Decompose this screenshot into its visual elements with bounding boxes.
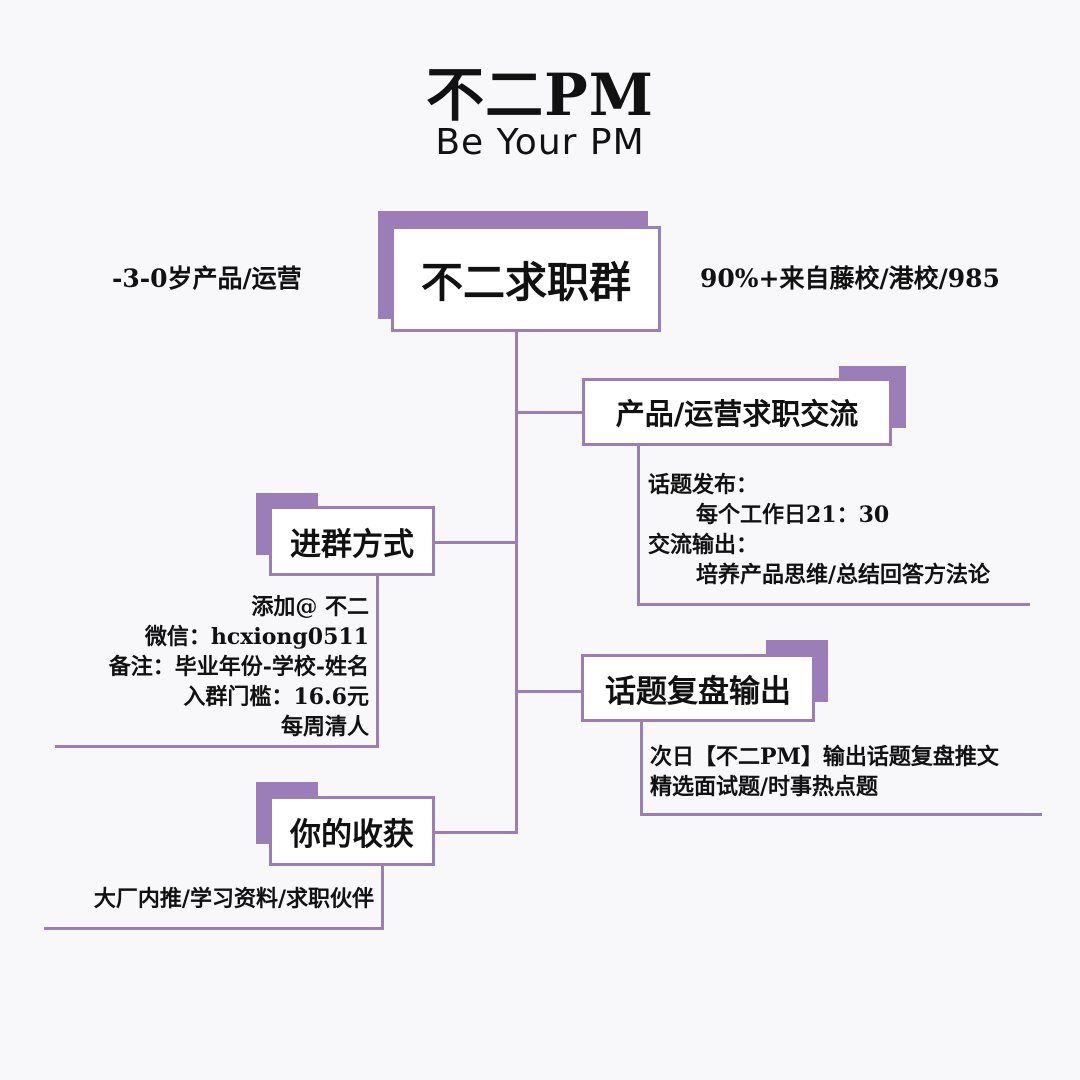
exchange-bracket-v [637,446,640,606]
connector-gain [434,831,518,834]
review-line-2: 精选面试题/时事热点题 [650,774,879,800]
exchange-bracket-h [637,603,1030,606]
root-right-note: 90%+来自藤校/港校/985 [700,264,1000,293]
join-bracket-v [376,576,379,748]
connector-review [515,690,582,693]
page-subtitle: Be Your PM [435,122,645,163]
exchange-node-label: 产品/运营求职交流 [615,397,859,431]
gain-text-block: 大厂内推/学习资料/求职伙伴 [94,884,374,914]
exchange-line-4: 培养产品思维/总结回答方法论 [696,562,991,588]
join-line-5: 每周清人 [280,714,369,740]
join-line-4: 入群门槛：16.6元 [183,684,369,710]
exchange-line-1: 话题发布： [648,472,759,498]
review-node-label: 话题复盘输出 [605,673,791,710]
exchange-text-block: 话题发布： 每个工作日21：30 交流输出： 培养产品思维/总结回答方法论 [648,470,990,590]
review-bracket-v [640,722,643,816]
root-node: 不二求职群 [391,226,661,332]
join-node: 进群方式 [269,506,435,576]
review-node: 话题复盘输出 [581,654,815,722]
gain-bracket-v [381,866,384,930]
review-text-block: 次日【不二PM】输出话题复盘推文 精选面试题/时事热点题 [650,742,999,802]
exchange-line-3: 交流输出： [648,532,759,558]
gain-line-1: 大厂内推/学习资料/求职伙伴 [93,886,374,912]
join-bracket-h [55,745,379,748]
join-line-2: 微信：hcxiong0511 [144,624,369,650]
join-text-block: 添加@ 不二 微信：hcxiong0511 备注：毕业年份-学校-姓名 入群门槛… [109,592,369,742]
trunk-line [515,332,518,834]
join-line-1: 添加@ 不二 [251,594,369,620]
root-node-label: 不二求职群 [420,257,631,307]
exchange-line-2: 每个工作日21：30 [696,502,890,528]
gain-node-label: 你的收获 [290,816,414,853]
gain-node: 你的收获 [269,796,435,866]
connector-exchange [515,411,582,414]
gain-bracket-h [44,927,384,930]
root-left-note: -3-0岁产品/运营 [112,264,302,293]
page-title: 不二PM [426,61,654,129]
exchange-node: 产品/运营求职交流 [582,378,892,446]
join-node-label: 进群方式 [290,526,414,563]
join-line-3: 备注：毕业年份-学校-姓名 [108,654,369,680]
connector-join [434,541,518,544]
review-line-1: 次日【不二PM】输出话题复盘推文 [650,744,999,770]
review-bracket-h [640,813,1042,816]
